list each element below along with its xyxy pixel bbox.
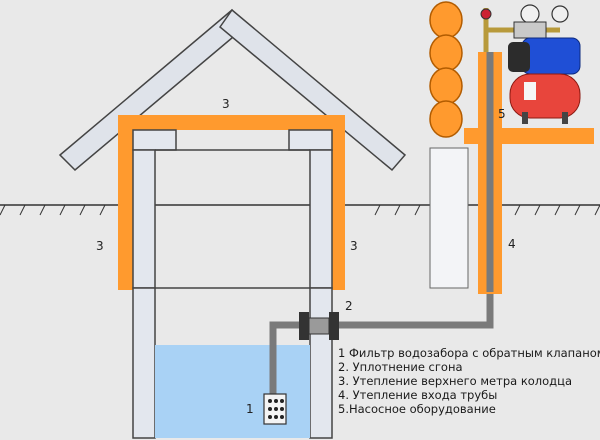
legend-item: 4. Утепление входа трубы <box>338 388 497 402</box>
callout-left-insulation: 3 <box>96 239 104 253</box>
pipe-seal <box>299 312 339 340</box>
well-roof <box>58 8 407 172</box>
legend-item: 5.Насосное оборудование <box>338 402 496 416</box>
well-walls <box>132 129 333 439</box>
ground-line <box>0 204 600 216</box>
callout-right-insulation: 3 <box>350 239 358 253</box>
callout-pipe-seal: 2 <box>345 299 353 313</box>
house-foundation <box>429 147 469 289</box>
legend-item: 2. Уплотнение сгона <box>338 360 463 374</box>
legend-item: 1 Фильтр водозабора с обратным клапаном <box>338 346 600 360</box>
callout-roof-insulation: 3 <box>222 97 230 111</box>
pump-equipment <box>480 4 581 124</box>
house-logs <box>429 1 463 138</box>
well-water <box>155 345 310 438</box>
callout-filter: 1 <box>246 402 254 416</box>
callout-pump-equipment: 5 <box>498 107 506 121</box>
legend: 1 Фильтр водозабора с обратным клапаном … <box>338 346 600 416</box>
callout-pipe-insulation: 4 <box>508 237 516 251</box>
legend-item: 3. Утепление верхнего метра колодца <box>338 374 572 388</box>
intake-filter <box>263 393 287 425</box>
